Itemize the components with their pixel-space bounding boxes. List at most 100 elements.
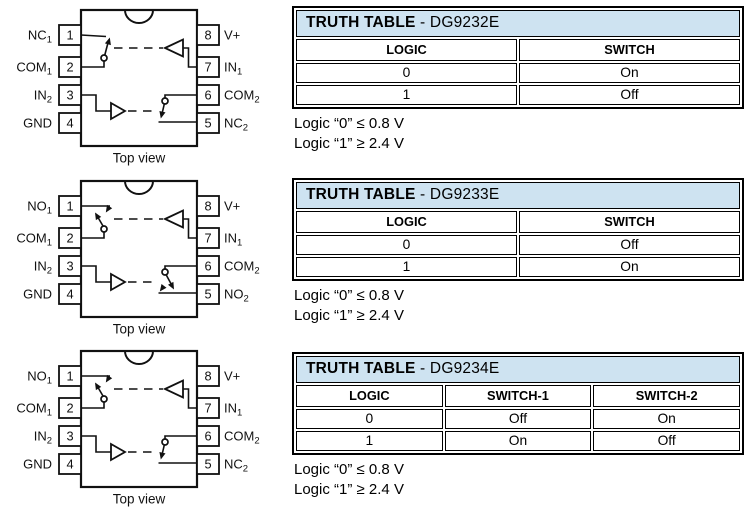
pin-label-subscript: 2 (244, 294, 249, 305)
pin-label-subscript: 2 (254, 436, 259, 447)
pin-label: IN2 (34, 429, 52, 447)
pin1-notch (124, 350, 154, 365)
table-cell: Off (519, 85, 740, 105)
pin-number: 6 (204, 259, 211, 274)
pin-box (58, 283, 82, 305)
truth-table-dg9234e: TRUTH TABLE - DG9234E LOGIC SWITCH-1 SWI… (292, 352, 744, 455)
pin-number: 3 (66, 259, 73, 274)
pin-label-subscript: 2 (47, 436, 52, 447)
truth-table-dg9233e: TRUTH TABLE - DG9233E LOGIC SWITCH 0 Off… (292, 178, 744, 281)
logic-level-notes: Logic “0” ≤ 0.8 V Logic “1” ≥ 2.4 V (292, 286, 744, 325)
pin-label: NC2 (224, 457, 248, 475)
pin-number: 2 (66, 231, 73, 246)
logic-level-notes: Logic “0” ≤ 0.8 V Logic “1” ≥ 2.4 V (292, 114, 744, 153)
pin-box (58, 397, 82, 419)
pin-number: 2 (66, 60, 73, 75)
pin-box (58, 425, 82, 447)
pin-number: 7 (204, 401, 211, 416)
pin-box (196, 397, 220, 419)
table-row: 1 Off (296, 85, 740, 105)
table-cell: 1 (296, 85, 517, 105)
pin-number: 3 (66, 429, 73, 444)
table-cell: Off (519, 235, 740, 255)
wire-in2 (81, 94, 111, 112)
switch-contact (161, 97, 169, 105)
switch-arrowhead (95, 212, 102, 221)
pin-label: COM1 (16, 60, 52, 78)
column-header: SWITCH-2 (593, 385, 740, 407)
column-header: SWITCH (519, 39, 740, 61)
pin-box (58, 227, 82, 249)
pin-label: IN2 (34, 88, 52, 106)
pin-box (196, 56, 220, 78)
pin-label-subscript: 2 (47, 266, 52, 277)
pin-box (196, 425, 220, 447)
pin-number: 5 (204, 116, 211, 131)
pin-box (58, 453, 82, 475)
pin-number: 1 (66, 199, 73, 214)
pin-box (58, 24, 82, 46)
truth-table-device: - DG9234E (415, 360, 500, 377)
pin-number: 8 (204, 369, 211, 384)
truth-table-block: TRUTH TABLE - DG9234E LOGIC SWITCH-1 SWI… (292, 352, 744, 499)
table-cell: On (519, 257, 740, 277)
pin-label: IN1 (224, 401, 242, 419)
pin-label: GND (23, 116, 52, 131)
table-cell: Off (593, 431, 740, 451)
pin-number: 2 (66, 401, 73, 416)
pin-label-subscript: 2 (254, 95, 259, 106)
pin-label: NO2 (224, 287, 249, 305)
pin-label-subscript: 1 (47, 238, 52, 249)
pin-box (196, 24, 220, 46)
pin-box (58, 195, 82, 217)
pin-label-subscript: 1 (47, 206, 52, 217)
internal-circuit (81, 374, 197, 464)
note-line: Logic “0” ≤ 0.8 V (294, 115, 404, 132)
column-header: LOGIC (296, 211, 517, 233)
truth-table-block: TRUTH TABLE - DG9233E LOGIC SWITCH 0 Off… (292, 178, 744, 325)
pin-label: COM2 (224, 259, 260, 277)
table-cell: 0 (296, 235, 517, 255)
table-row: 0 Off (296, 235, 740, 255)
pin-label-subscript: 1 (237, 408, 242, 419)
pin-number: 1 (66, 369, 73, 384)
pin-number: 4 (66, 116, 73, 131)
table-cell: On (593, 409, 740, 429)
table-cell: On (444, 431, 592, 451)
column-header: SWITCH (519, 211, 740, 233)
pin-label: V+ (224, 369, 240, 384)
pin-label: GND (23, 457, 52, 472)
pin-number: 8 (204, 199, 211, 214)
wire-in1 (183, 388, 197, 409)
buffer-symbol (110, 442, 127, 462)
truth-table-device: - DG9232E (415, 14, 500, 31)
pin-label-subscript: 2 (243, 464, 248, 475)
truth-table-title: TRUTH TABLE - DG9232E (296, 10, 740, 37)
switch-arrowhead (95, 382, 102, 391)
table-cell: On (519, 63, 740, 83)
pin-box (58, 112, 82, 134)
pin-box (196, 227, 220, 249)
wire-com2 (164, 94, 197, 98)
pin-label-subscript: 1 (47, 67, 52, 78)
pin-box (196, 283, 220, 305)
pin-box (196, 112, 220, 134)
pin-label-subscript: 2 (254, 266, 259, 277)
pin-number: 3 (66, 88, 73, 103)
pin-label: IN1 (224, 231, 242, 249)
pin-label: IN2 (34, 259, 52, 277)
wire-in1 (183, 47, 197, 68)
truth-table-title-bold: TRUTH TABLE (306, 360, 416, 377)
pin-box (196, 365, 220, 387)
ic-body (79, 8, 199, 148)
pin-number: 5 (204, 287, 211, 302)
truth-table-dg9232e: TRUTH TABLE - DG9232E LOGIC SWITCH 0 On … (292, 6, 744, 109)
pin-label: NC2 (224, 116, 248, 134)
pin-number: 8 (204, 28, 211, 43)
pin-box (58, 365, 82, 387)
switch-arrowhead (159, 284, 167, 292)
note-line: Logic “0” ≤ 0.8 V (294, 287, 404, 304)
table-cell: Off (444, 409, 592, 429)
